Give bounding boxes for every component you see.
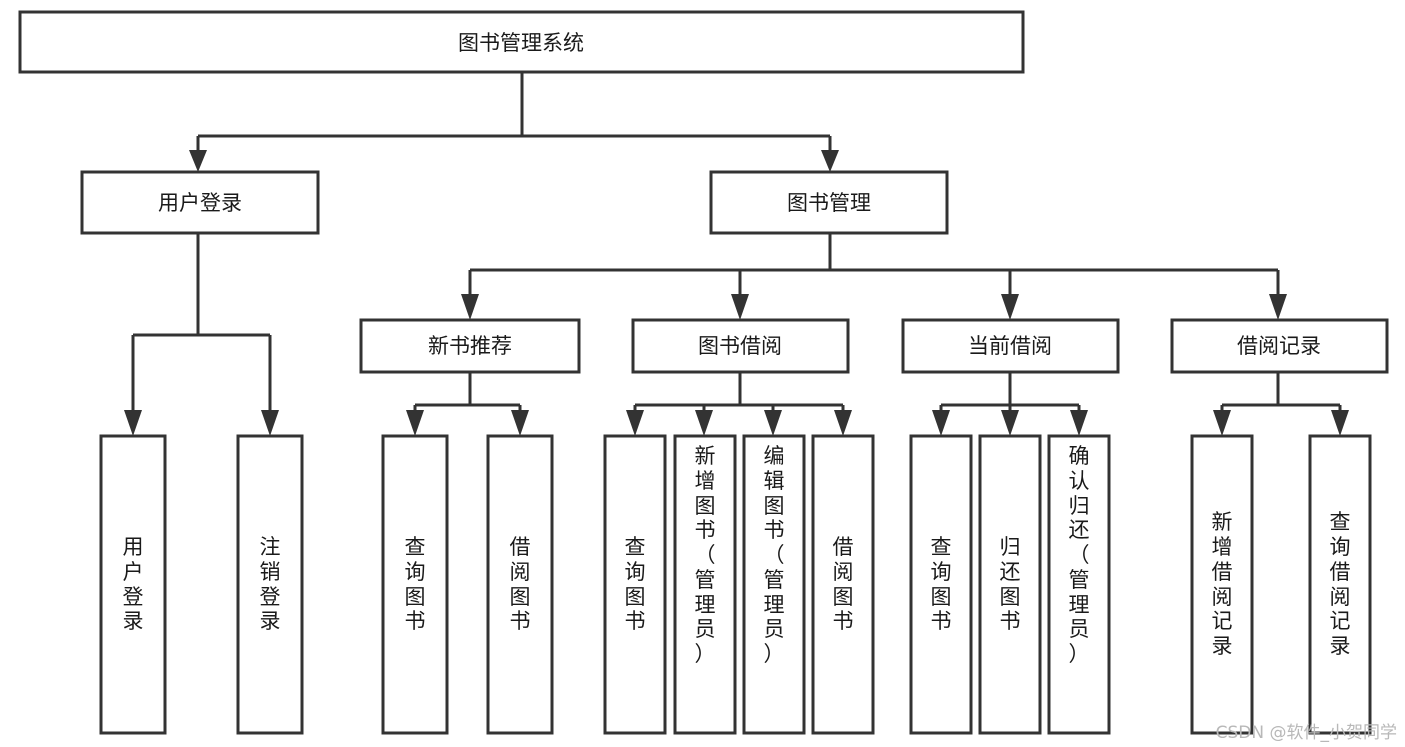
- leaf-box-book-borrow-4[interactable]: [811, 434, 875, 735]
- arrow-icon-currentborrow-leaf-2: [1001, 410, 1019, 436]
- node-root-system-box[interactable]: [18, 10, 1025, 74]
- leaf-box-current-borrow-1[interactable]: [909, 434, 973, 735]
- arrow-icon-userlogin-leaf-1: [124, 410, 142, 436]
- node-new-book-recommend-box[interactable]: [359, 318, 581, 374]
- connector-root-to-level2: [189, 72, 839, 172]
- node-book-borrow-label: 图书借阅: [698, 334, 782, 358]
- arrow-icon-newbook-leaf-1: [406, 410, 424, 436]
- leaf-box-book-borrow-1[interactable]: [603, 434, 667, 735]
- node-book-borrow[interactable]: 图书借阅: [631, 318, 850, 374]
- arrow-icon-userlogin-leaf-2: [261, 410, 279, 436]
- leaf-box-book-borrow-3[interactable]: [742, 434, 806, 735]
- node-book-borrow-box[interactable]: [631, 318, 850, 374]
- node-new-book-recommend-label: 新书推荐: [428, 334, 512, 358]
- arrow-icon-to-book-manage: [821, 150, 839, 172]
- leaf-box-new-book-1[interactable]: [381, 434, 449, 735]
- leaf-box-borrow-record-1[interactable]: [1190, 434, 1254, 735]
- arrow-icon-bookborrow-leaf-1: [626, 410, 644, 436]
- arrow-icon-borrowrecord-leaf-1: [1213, 410, 1231, 436]
- leaf-box-borrow-record-2[interactable]: [1308, 434, 1372, 735]
- leaf-box-user-login-2[interactable]: [236, 434, 304, 735]
- node-book-manage[interactable]: 图书管理: [709, 170, 949, 235]
- arrow-icon-bookborrow-leaf-2: [695, 410, 713, 436]
- node-user-login[interactable]: 用户登录: [80, 170, 320, 235]
- arrow-icon-to-new-book: [461, 294, 479, 320]
- node-current-borrow-box[interactable]: [901, 318, 1120, 374]
- arrow-icon-bookborrow-leaf-3: [764, 410, 782, 436]
- node-borrow-record-label: 借阅记录: [1237, 334, 1321, 358]
- leaf-box-user-login-1[interactable]: [99, 434, 167, 735]
- leaf-box-book-borrow-2[interactable]: [673, 434, 737, 735]
- node-user-login-box[interactable]: [80, 170, 320, 235]
- connector-currentborrow-to-leaves: [932, 372, 1088, 436]
- node-current-borrow-label: 当前借阅: [968, 334, 1052, 358]
- connector-bookmanage-to-level3: [461, 233, 1287, 320]
- node-root-system[interactable]: 图书管理系统: [18, 10, 1025, 74]
- arrow-icon-currentborrow-leaf-3: [1070, 410, 1088, 436]
- connector-newbook-to-leaves: [406, 372, 529, 436]
- arrow-icon-borrowrecord-leaf-2: [1331, 410, 1349, 436]
- node-book-manage-label: 图书管理: [787, 191, 871, 215]
- arrow-icon-newbook-leaf-2: [511, 410, 529, 436]
- arrow-icon-to-borrow-record: [1269, 294, 1287, 320]
- node-borrow-record[interactable]: 借阅记录: [1170, 318, 1389, 374]
- node-new-book-recommend[interactable]: 新书推荐: [359, 318, 581, 374]
- node-current-borrow[interactable]: 当前借阅: [901, 318, 1120, 374]
- leaf-box-current-borrow-2[interactable]: [978, 434, 1042, 735]
- arrow-icon-to-book-borrow: [731, 294, 749, 320]
- arrow-icon-to-current-borrow: [1001, 294, 1019, 320]
- node-book-manage-box[interactable]: [709, 170, 949, 235]
- connector-userlogin-to-leaves: [124, 233, 279, 436]
- arrow-icon-bookborrow-leaf-4: [834, 410, 852, 436]
- arrow-icon-currentborrow-leaf-1: [932, 410, 950, 436]
- leaf-box-new-book-2[interactable]: [486, 434, 554, 735]
- node-root-system-label: 图书管理系统: [458, 31, 584, 55]
- connector-bookborrow-to-leaves: [626, 372, 852, 436]
- leaf-box-current-borrow-3[interactable]: [1047, 434, 1111, 735]
- node-borrow-record-box[interactable]: [1170, 318, 1389, 374]
- connector-borrowrecord-to-leaves: [1213, 372, 1349, 436]
- arrow-icon-to-user-login: [189, 150, 207, 172]
- node-user-login-label: 用户登录: [158, 191, 242, 215]
